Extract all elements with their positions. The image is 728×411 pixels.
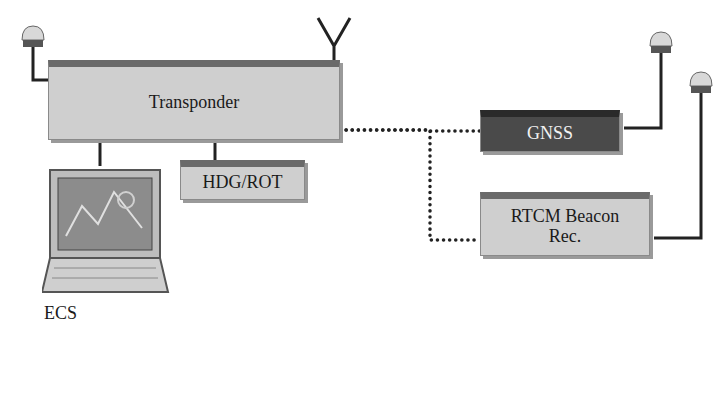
device-label: HDG/ROT xyxy=(199,171,287,195)
gps-antenna xyxy=(22,26,48,80)
data-link xyxy=(340,130,480,131)
device-label: GNSS xyxy=(523,122,577,146)
cable xyxy=(214,140,217,160)
device-label: Transponder xyxy=(145,91,243,115)
device-label: ECS xyxy=(44,304,77,324)
data-link xyxy=(340,130,480,240)
gnss-antenna xyxy=(624,32,672,128)
device-label: RTCM Beacon Rec. xyxy=(504,205,627,249)
workstation: ECS xyxy=(42,166,172,324)
device-box: HDG/ROT xyxy=(180,160,305,200)
device-box: GNSS xyxy=(480,110,620,152)
vhf-antenna xyxy=(318,18,350,60)
monitor-illustration xyxy=(42,166,172,301)
cable xyxy=(99,140,102,166)
device-box: Transponder xyxy=(48,60,340,140)
device-box: RTCM Beacon Rec. xyxy=(480,192,650,256)
beacon-antenna xyxy=(654,72,712,238)
